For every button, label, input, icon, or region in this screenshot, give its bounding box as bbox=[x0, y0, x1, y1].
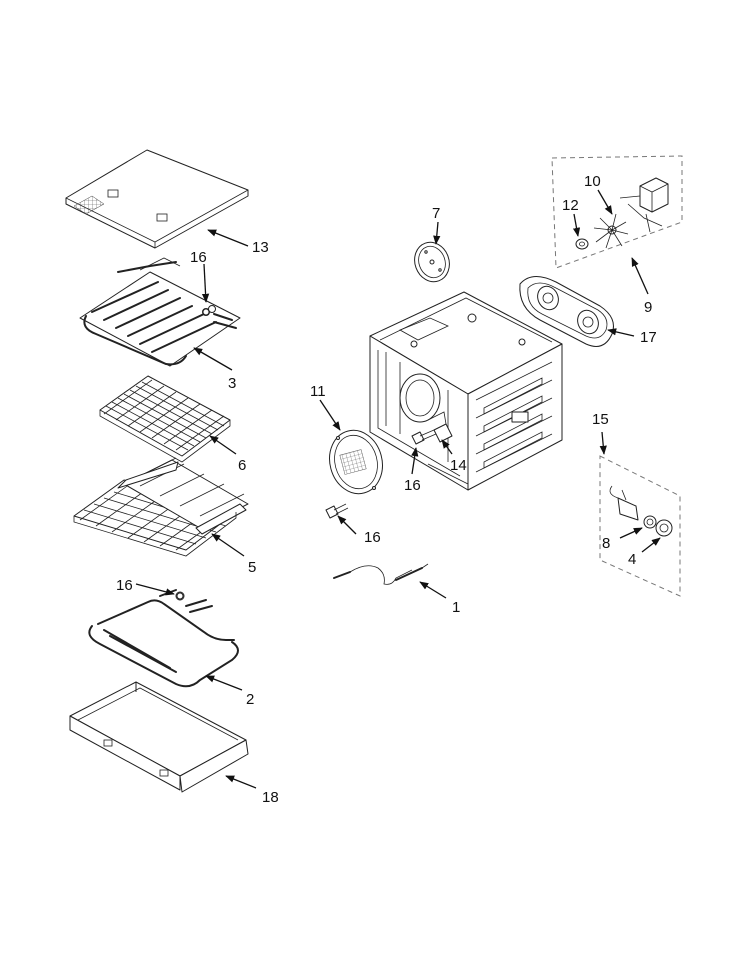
callout-5: 5 bbox=[248, 559, 256, 576]
screw-part-16-cover bbox=[325, 503, 349, 519]
fan-motor-part-10 bbox=[619, 177, 669, 233]
callout-12: 12 bbox=[562, 197, 579, 214]
nut-part-12 bbox=[575, 238, 589, 250]
callout-2: 2 bbox=[246, 691, 254, 708]
callout-6: 6 bbox=[238, 457, 246, 474]
callout-16-bake: 16 bbox=[116, 577, 133, 594]
callout-14: 14 bbox=[450, 457, 467, 474]
callout-10: 10 bbox=[584, 173, 601, 190]
callout-4: 4 bbox=[628, 551, 636, 568]
temperature-sensor-part-1 bbox=[333, 563, 429, 585]
callout-18: 18 bbox=[262, 789, 279, 806]
callout-16-cavity: 16 bbox=[404, 477, 421, 494]
leader-lines bbox=[135, 189, 661, 789]
bracket-part-14 bbox=[427, 411, 453, 443]
light-assembly-group-15 bbox=[599, 455, 681, 597]
light-socket bbox=[609, 485, 639, 521]
screw-part-16-broil bbox=[202, 308, 210, 316]
callout-3: 3 bbox=[228, 375, 236, 392]
top-panel-part-13 bbox=[65, 149, 249, 249]
light-gasket-part-8 bbox=[643, 515, 657, 529]
callout-16-broil: 16 bbox=[190, 249, 207, 266]
callout-9: 9 bbox=[644, 299, 652, 316]
fan-blade bbox=[593, 213, 629, 249]
convection-plate-part-7 bbox=[414, 241, 450, 283]
callout-8: 8 bbox=[602, 535, 610, 552]
callout-15: 15 bbox=[592, 411, 609, 428]
screw-part-16-cavity bbox=[411, 429, 437, 445]
screw-part-16-bake bbox=[176, 592, 184, 600]
callout-16-cover: 16 bbox=[364, 529, 381, 546]
fan-cover-part-11 bbox=[329, 429, 383, 495]
bottom-drawer-part-18 bbox=[69, 681, 249, 793]
callout-7: 7 bbox=[432, 205, 440, 222]
callout-1: 1 bbox=[452, 599, 460, 616]
callout-13: 13 bbox=[252, 239, 269, 256]
callout-11: 11 bbox=[310, 383, 326, 400]
bake-element-part-2 bbox=[88, 589, 239, 688]
callout-labels: 13 16 3 6 5 16 2 18 7 11 16 16 14 1 17 9… bbox=[116, 173, 657, 806]
roll-out-rack-part-5 bbox=[73, 457, 249, 557]
oven-cavity bbox=[369, 291, 563, 491]
light-lens-part-4 bbox=[655, 519, 673, 537]
broil-element-part-3 bbox=[79, 257, 241, 367]
callout-17: 17 bbox=[640, 329, 657, 346]
oven-rack-part-6 bbox=[99, 375, 231, 463]
